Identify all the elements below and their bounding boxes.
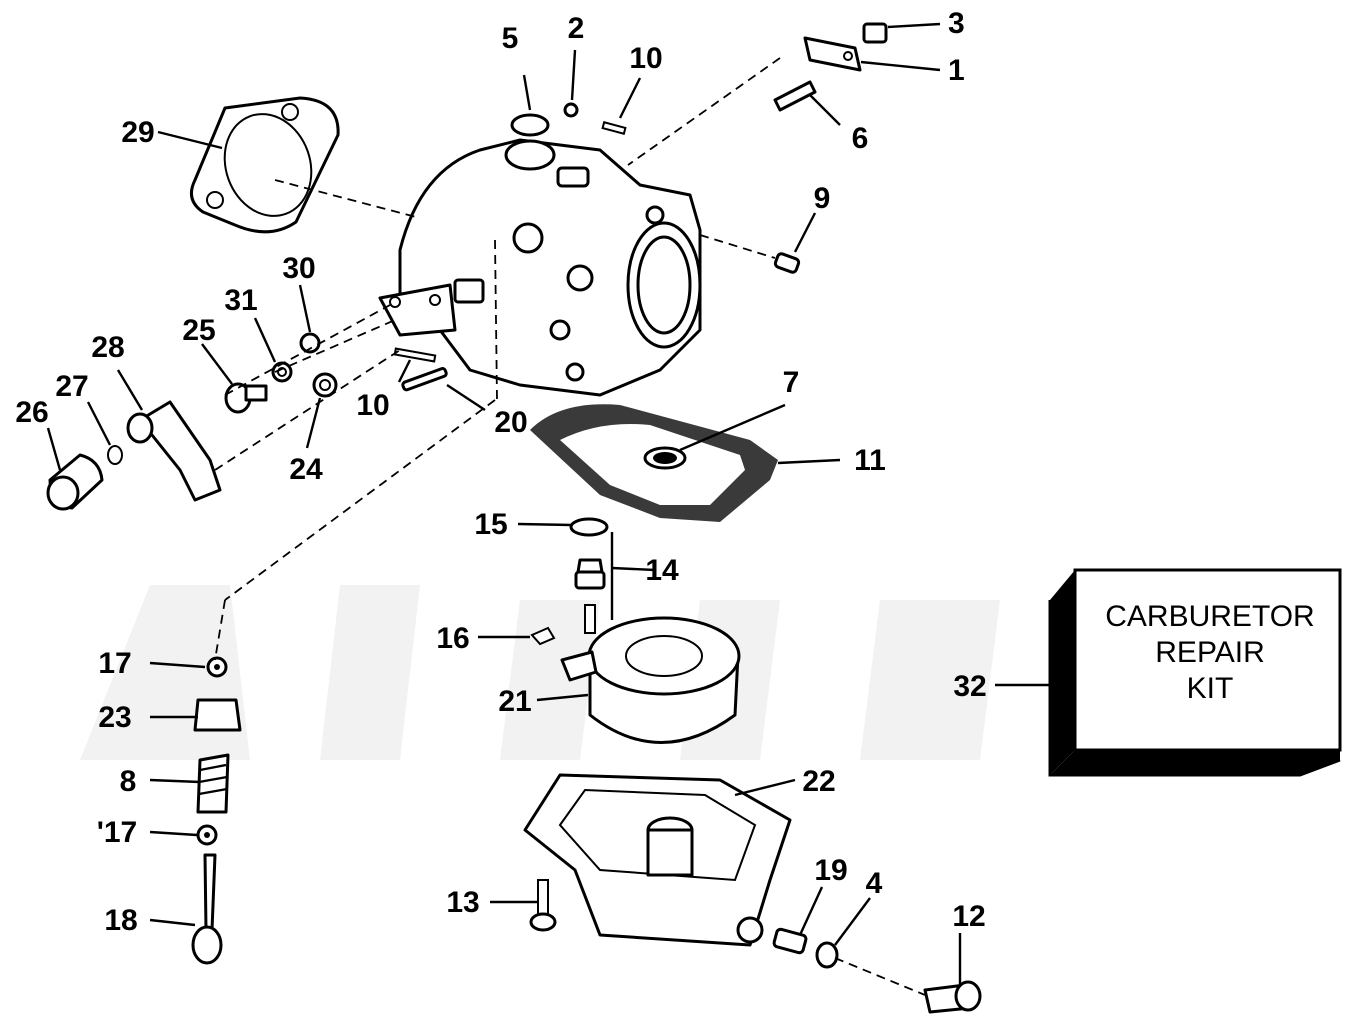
callout-28: 28 bbox=[91, 331, 124, 364]
callout-5: 5 bbox=[502, 22, 519, 55]
needle-valve-14 bbox=[569, 517, 609, 634]
callout-10-top: 10 bbox=[629, 42, 662, 75]
callout-26: 26 bbox=[15, 396, 48, 429]
callout-labels: 1 2 3 4 5 6 7 8 9 10 10 11 12 13 14 15 1… bbox=[15, 7, 986, 937]
callout-11: 11 bbox=[854, 444, 886, 477]
callout-12: 12 bbox=[952, 900, 985, 933]
callout-19: 19 bbox=[814, 854, 847, 887]
callout-18: 18 bbox=[104, 904, 137, 937]
small-parts bbox=[46, 22, 982, 1014]
carburetor-body bbox=[378, 138, 702, 397]
gasket-11 bbox=[530, 404, 778, 522]
callout-10-lower: 10 bbox=[356, 389, 389, 422]
kit-text-line3: KIT bbox=[1187, 672, 1234, 705]
assembly-lines bbox=[214, 57, 926, 996]
callout-20: 20 bbox=[494, 406, 527, 439]
callout-14: 14 bbox=[645, 554, 679, 587]
callout-15: 15 bbox=[474, 508, 507, 541]
callout-1: 1 bbox=[948, 54, 965, 87]
callout-3: 3 bbox=[948, 7, 965, 40]
gasket-29 bbox=[189, 96, 340, 234]
callout-6: 6 bbox=[852, 122, 869, 155]
callout-24: 24 bbox=[289, 453, 323, 486]
callout-23: 23 bbox=[98, 701, 131, 734]
callout-8: 8 bbox=[120, 765, 137, 798]
kit-text-line2: REPAIR bbox=[1155, 636, 1264, 669]
callout-22: 22 bbox=[802, 765, 835, 798]
repair-kit-box: CARBURETOR REPAIR KIT bbox=[1048, 568, 1342, 777]
callout-9: 9 bbox=[814, 182, 831, 215]
callout-27: 27 bbox=[55, 370, 88, 403]
kit-text-line1: CARBURETOR bbox=[1105, 600, 1314, 633]
callout-32: 32 bbox=[953, 670, 986, 703]
leader-lines bbox=[46, 22, 1050, 985]
callout-17-lower: '17 bbox=[97, 816, 138, 849]
callout-29: 29 bbox=[121, 116, 154, 149]
callout-16: 16 bbox=[436, 622, 469, 655]
callout-31: 31 bbox=[224, 284, 257, 317]
float-21 bbox=[560, 616, 741, 744]
callout-7: 7 bbox=[783, 366, 800, 399]
callout-4: 4 bbox=[866, 867, 883, 900]
callout-2: 2 bbox=[568, 12, 585, 45]
callout-30: 30 bbox=[282, 252, 315, 285]
float-bowl-22 bbox=[523, 773, 792, 947]
callout-21: 21 bbox=[498, 685, 531, 718]
callout-13: 13 bbox=[446, 886, 479, 919]
callout-25: 25 bbox=[182, 314, 215, 347]
callout-17-upper: 17 bbox=[98, 647, 131, 680]
